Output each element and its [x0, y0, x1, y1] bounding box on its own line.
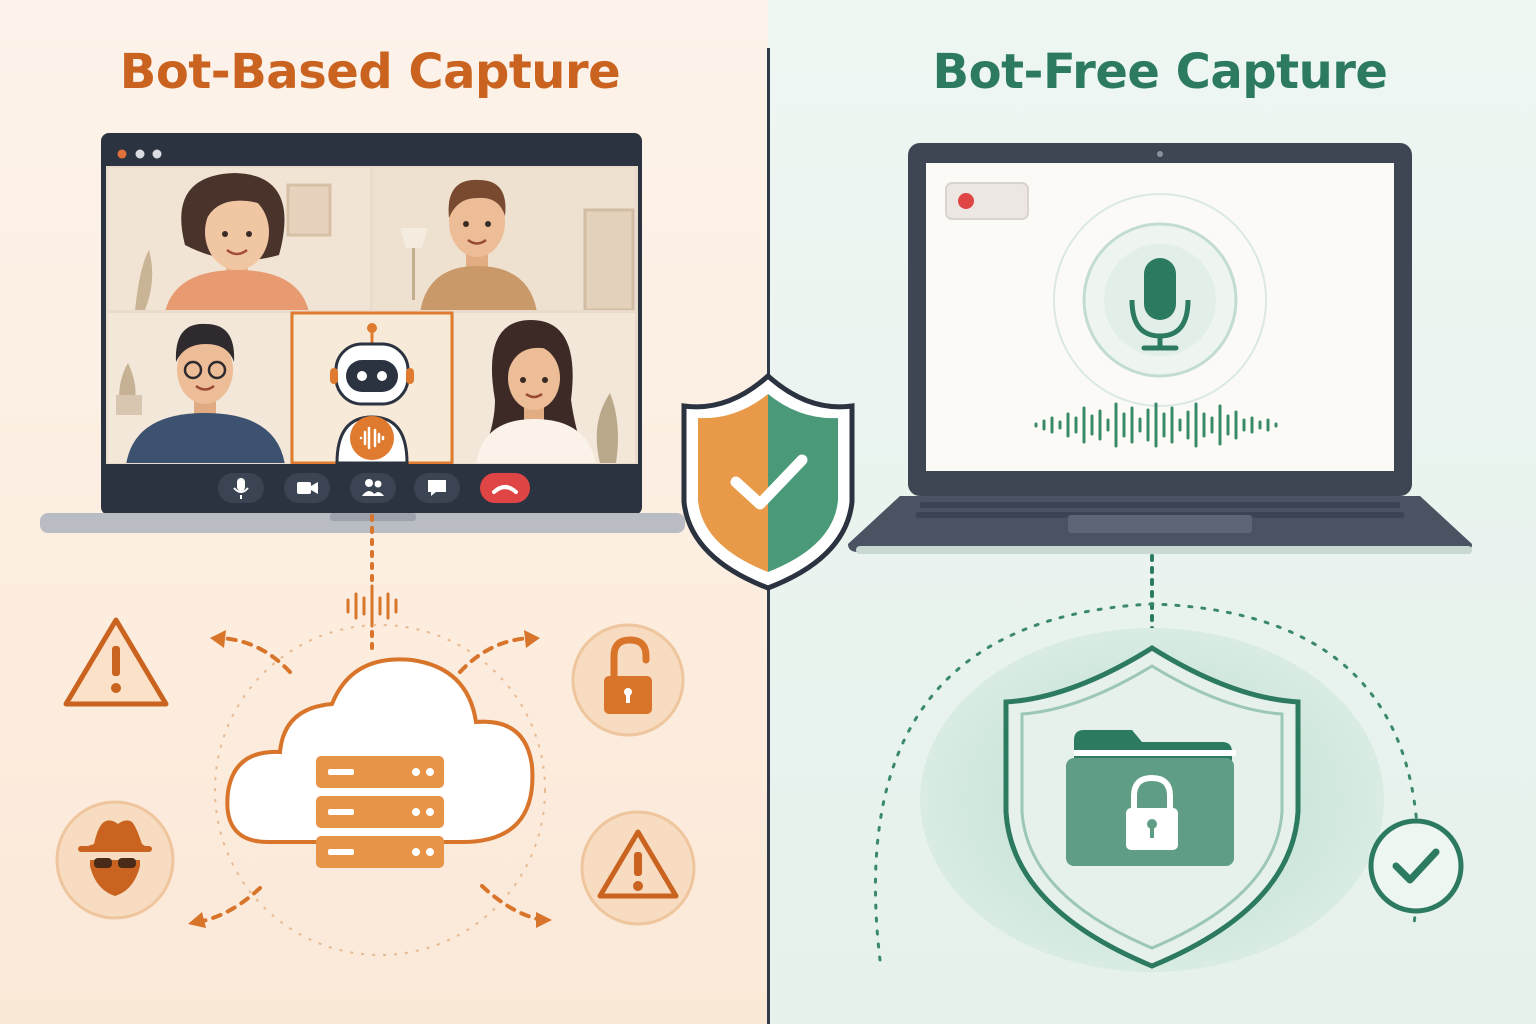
warning-icon	[580, 810, 696, 926]
waveform-icon	[1034, 402, 1278, 448]
recording-indicator	[945, 182, 1029, 220]
spy-icon	[55, 800, 175, 920]
webcam-icon	[1157, 151, 1163, 157]
participant-tile	[108, 313, 290, 463]
arrowheads	[188, 630, 552, 928]
warning-icon	[63, 617, 169, 707]
window-dot-icon	[135, 149, 145, 159]
trackpad	[1068, 515, 1252, 533]
mic-icon	[237, 478, 245, 491]
participant-tile	[454, 313, 635, 463]
left-laptop	[40, 133, 685, 533]
robot-icon	[330, 342, 414, 465]
window-dot-icon	[152, 149, 162, 159]
participants-button[interactable]	[350, 473, 396, 503]
right-title: Bot-Free Capture	[932, 44, 1388, 100]
camera-icon	[297, 482, 311, 494]
record-indicator-icon	[958, 193, 974, 209]
window-dot-icon	[117, 149, 127, 159]
waveform-icon	[346, 584, 398, 628]
end-call-button[interactable]	[480, 473, 530, 503]
left-title: Bot-Based Capture	[119, 44, 621, 100]
mic-button[interactable]	[218, 473, 264, 503]
unlocked-padlock-icon	[571, 623, 685, 737]
cloud-server-icon	[214, 624, 546, 956]
participant-tile	[108, 168, 370, 310]
right-laptop	[848, 143, 1472, 554]
audio-stream-connector	[346, 514, 398, 652]
shield-check-icon	[681, 372, 855, 591]
microphone-icon	[1053, 193, 1267, 407]
camera-button[interactable]	[284, 473, 330, 503]
check-circle-icon	[1368, 818, 1464, 914]
chat-button[interactable]	[414, 473, 460, 503]
chat-icon	[428, 480, 446, 496]
bot-participant-tile	[290, 311, 454, 465]
participant-tile	[373, 168, 635, 310]
end-call-icon	[492, 485, 518, 494]
shield-folder-lock-icon	[873, 602, 1420, 972]
participants-icon	[362, 479, 384, 496]
